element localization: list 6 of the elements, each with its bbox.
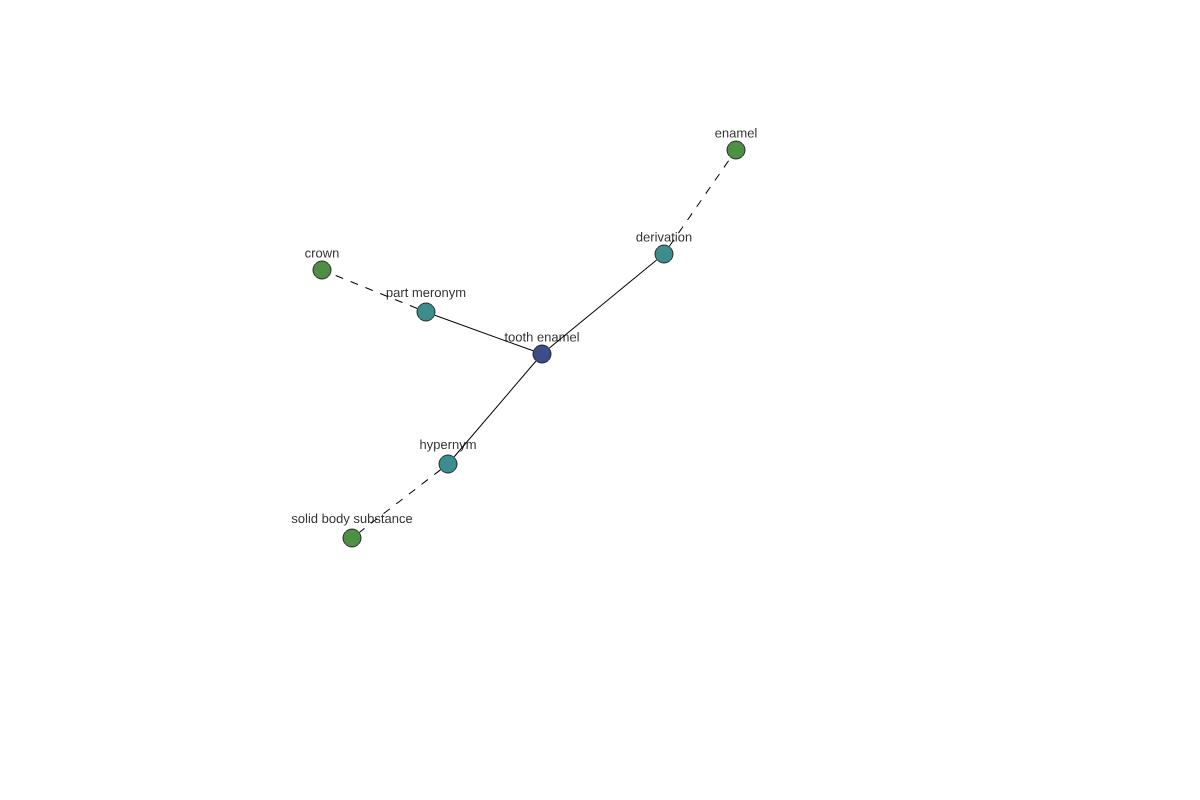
connector-line [330,273,418,309]
connector-line [358,469,442,533]
connector-line [668,157,732,247]
connector-line [453,360,537,458]
connector-line [434,314,534,352]
connector-line [548,259,658,349]
